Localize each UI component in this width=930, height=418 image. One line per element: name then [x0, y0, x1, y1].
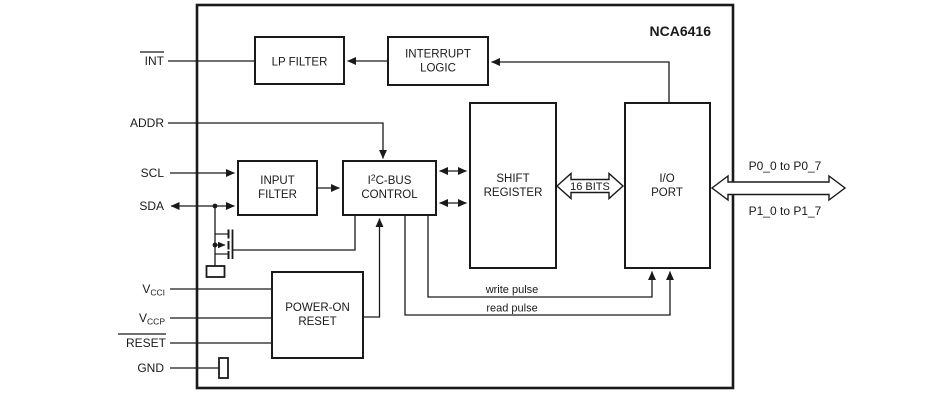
power-on-reset-block: POWER-ON RESET	[271, 271, 364, 359]
interrupt-logic-box	[387, 36, 489, 86]
i2c-bus-control-label-2: CONTROL	[361, 189, 418, 201]
port1-bus-label: P1_0 to P1_7	[749, 204, 822, 218]
sda-pin-label: SDA	[139, 199, 164, 213]
shift-register-block: SHIFT REGISTER	[469, 102, 557, 269]
io-port-label-1: I/O	[659, 173, 674, 185]
interrupt-logic-label-1: INTERRUPT	[405, 49, 471, 61]
shift-register-label-1: SHIFT	[496, 173, 529, 185]
shift-register-label-2: REGISTER	[484, 187, 543, 199]
addr-pin-label: ADDR	[130, 116, 164, 130]
write-pulse-wire	[427, 216, 656, 298]
bus-16bits-arrow	[555, 171, 625, 201]
port-bus-arrow	[710, 174, 847, 202]
io-port-box	[624, 102, 711, 269]
power-on-reset-box	[271, 271, 364, 359]
lp-filter-block: LP FILTER	[254, 36, 345, 85]
shift-register-box	[469, 102, 557, 269]
io-port-label-2: PORT	[651, 187, 683, 199]
vccp-pin-label: VCCP	[139, 311, 165, 327]
input-filter-label-1: INPUT	[260, 175, 295, 187]
power-on-reset-label-1: POWER-ON	[285, 302, 350, 314]
lp-filter-label: LP FILTER	[272, 57, 328, 69]
vcci-pin-label: VCCI	[142, 282, 165, 298]
i2c-bus-control-box	[342, 160, 437, 216]
sda-mosfet-symbol	[205, 203, 356, 278]
pin-labels: INT ADDR SCL SDA VCCI VCCP RESET GND	[118, 51, 167, 375]
interrupt-logic-label-2: LOGIC	[420, 63, 456, 75]
addr-wire	[168, 122, 387, 159]
chip-title: NCA6416	[650, 23, 712, 39]
chip-outline	[195, 3, 735, 390]
reset-pin-label: RESET	[126, 336, 167, 350]
input-filter-block: INPUT FILTER	[237, 160, 318, 216]
wires	[168, 57, 674, 369]
gnd-resistor	[218, 357, 229, 379]
bus-16bits-label: 16 BITS	[570, 181, 610, 193]
read-pulse-wire	[404, 216, 674, 316]
int-pin-label: INT	[145, 54, 165, 68]
internal-bus: 16 BITS	[555, 171, 625, 201]
input-filter-box	[237, 160, 318, 216]
write-pulse-label: write pulse	[485, 284, 539, 296]
scl-pin-label: SCL	[141, 166, 165, 180]
ioport-to-interruptlogic-wire	[491, 58, 670, 103]
sda-junction-dot	[212, 203, 218, 209]
lp-filter-box	[254, 36, 345, 85]
i2c-bus-control-label-1: I2C-BUS	[368, 173, 412, 188]
gnd-pin-label: GND	[137, 361, 164, 375]
read-pulse-label: read pulse	[486, 303, 537, 315]
input-filter-label-2: FILTER	[258, 189, 297, 201]
power-on-reset-label-2: RESET	[298, 316, 336, 328]
por-to-i2c-wire	[363, 218, 384, 318]
i2c-bus-control-block: I2C-BUS CONTROL	[342, 160, 437, 216]
port0-bus-label: P0_0 to P0_7	[749, 159, 822, 173]
mosfet-gate-wire	[232, 216, 356, 251]
port-bus: P0_0 to P0_7 P1_0 to P1_7	[710, 159, 847, 218]
io-port-block: I/O PORT	[624, 102, 711, 269]
pulldown-resistor	[205, 265, 226, 278]
interrupt-logic-block: INTERRUPT LOGIC	[387, 36, 489, 86]
